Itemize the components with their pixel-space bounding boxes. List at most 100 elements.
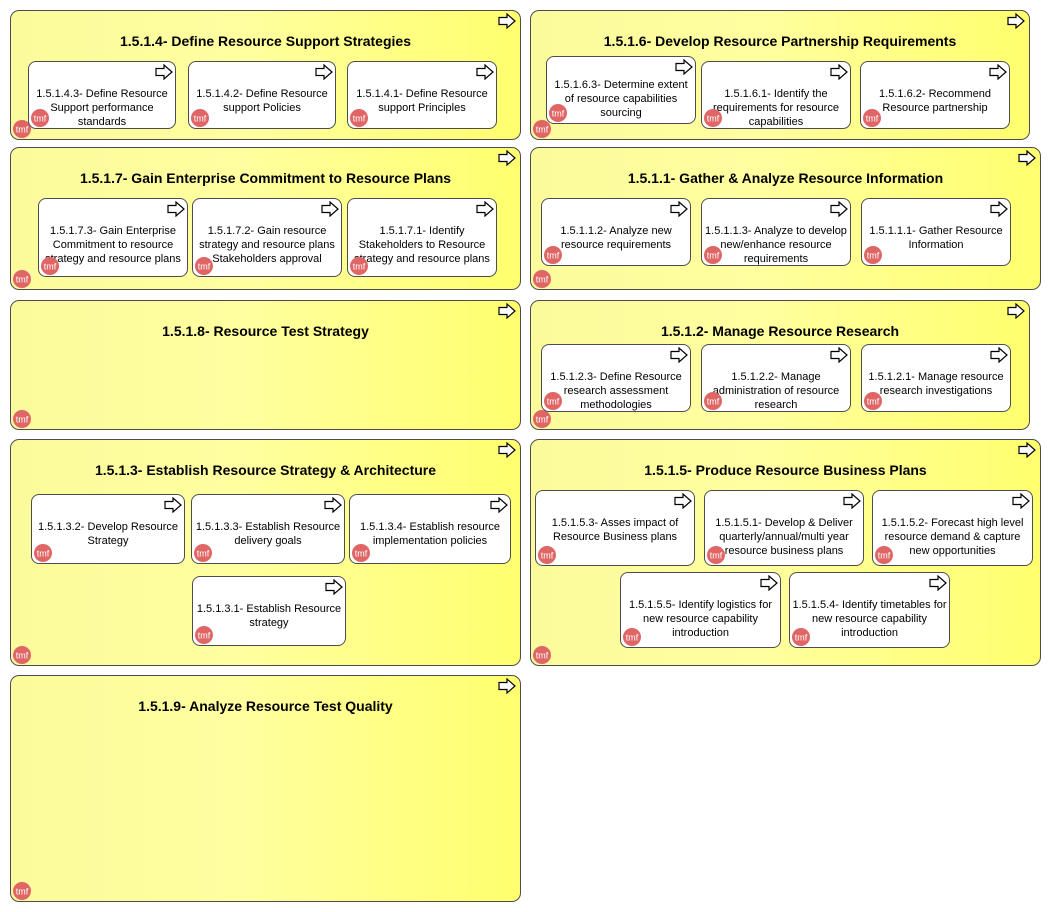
process-box[interactable]: 1.5.1.3.2- Develop Resource Strategy tmf <box>31 494 185 564</box>
process-box[interactable]: 1.5.1.2.1- Manage resource research inve… <box>861 344 1011 412</box>
tmf-logo-icon: tmf <box>13 120 31 138</box>
arrow-right-icon <box>1018 442 1036 458</box>
process-label: 1.5.1.5.1- Develop & Deliver quarterly/a… <box>715 517 853 557</box>
process-label: 1.5.1.5.2- Forecast high level resource … <box>881 517 1024 557</box>
group-title: 1.5.1.1- Gather & Analyze Resource Infor… <box>627 170 944 186</box>
logo-text: tmf <box>16 887 29 897</box>
process-box[interactable]: 1.5.1.3.4- Establish resource implementa… <box>349 494 511 564</box>
logo-text: tmf <box>707 114 720 124</box>
process-box[interactable]: 1.5.1.3.1- Establish Resource strategy t… <box>192 576 346 646</box>
process-label: 1.5.1.1.3- Analyze to develop new/enhanc… <box>705 225 847 265</box>
group-title: 1.5.1.4- Define Resource Support Strateg… <box>120 33 411 49</box>
process-box[interactable]: 1.5.1.5.2- Forecast high level resource … <box>872 490 1033 566</box>
group-1517[interactable]: 1.5.1.7- Gain Enterprise Commitment to R… <box>10 147 521 290</box>
group-1513[interactable]: 1.5.1.3- Establish Resource Strategy & A… <box>10 439 521 666</box>
process-box[interactable]: 1.5.1.5.4- Identify timetables for new r… <box>789 572 950 648</box>
logo-text: tmf <box>552 109 565 119</box>
tmf-logo-icon: tmf <box>31 109 49 127</box>
arrow-right-icon <box>760 575 778 591</box>
process-label: 1.5.1.6.3- Determine extent of resource … <box>554 79 688 119</box>
process-box[interactable]: 1.5.1.1.2- Analyze new resource requirem… <box>541 198 691 266</box>
process-label: 1.5.1.3.3- Establish Resource delivery g… <box>195 521 341 547</box>
tmf-logo-icon: tmf <box>704 109 722 127</box>
arrow-right-icon <box>476 64 494 80</box>
group-1512[interactable]: 1.5.1.2- Manage Resource Research tmf 1.… <box>530 300 1030 430</box>
process-label: 1.5.1.2.1- Manage resource research inve… <box>868 371 1004 397</box>
process-label: 1.5.1.4.2- Define Resource support Polic… <box>196 88 328 114</box>
group-1514[interactable]: 1.5.1.4- Define Resource Support Strateg… <box>10 10 521 140</box>
process-box[interactable]: 1.5.1.3.3- Establish Resource delivery g… <box>191 494 345 564</box>
arrow-right-icon <box>989 64 1007 80</box>
process-box[interactable]: 1.5.1.4.3- Define Resource Support perfo… <box>28 61 176 129</box>
tmf-logo-icon: tmf <box>13 410 31 428</box>
group-1516[interactable]: 1.5.1.6- Develop Resource Partnership Re… <box>530 10 1030 140</box>
tmf-logo-icon: tmf <box>544 246 562 264</box>
group-title: 1.5.1.9- Analyze Resource Test Quality <box>138 698 393 714</box>
process-label: 1.5.1.3.4- Establish resource implementa… <box>359 521 501 547</box>
arrow-right-icon <box>675 59 693 75</box>
group-1518[interactable]: 1.5.1.8- Resource Test Strategy tmf <box>10 300 521 430</box>
process-box[interactable]: 1.5.1.7.3- Gain Enterprise Commitment to… <box>38 198 188 277</box>
tmf-logo-icon: tmf <box>41 257 59 275</box>
process-box[interactable]: 1.5.1.5.1- Develop & Deliver quarterly/a… <box>704 490 864 566</box>
logo-text: tmf <box>16 275 29 285</box>
logo-text: tmf <box>198 262 211 272</box>
arrow-right-icon <box>1012 493 1030 509</box>
process-box[interactable]: 1.5.1.7.1- Identify Stakeholders to Reso… <box>347 198 497 277</box>
logo-text: tmf <box>707 251 720 261</box>
arrow-right-icon <box>1007 13 1025 29</box>
logo-text: tmf <box>867 251 880 261</box>
arrow-right-icon <box>990 201 1008 217</box>
logo-text: tmf <box>536 125 549 135</box>
tmf-logo-icon: tmf <box>704 246 722 264</box>
group-1511[interactable]: 1.5.1.1- Gather & Analyze Resource Infor… <box>530 147 1041 290</box>
tmf-logo-icon: tmf <box>792 628 810 646</box>
process-box[interactable]: 1.5.1.1.1- Gather Resource Information t… <box>861 198 1011 266</box>
logo-text: tmf <box>795 633 808 643</box>
group-title: 1.5.1.6- Develop Resource Partnership Re… <box>603 33 957 49</box>
process-box[interactable]: 1.5.1.1.3- Analyze to develop new/enhanc… <box>701 198 851 266</box>
process-label: 1.5.1.5.3- Asses impact of Resource Busi… <box>551 517 679 543</box>
tmf-logo-icon: tmf <box>538 546 556 564</box>
logo-text: tmf <box>353 262 366 272</box>
group-1515[interactable]: 1.5.1.5- Produce Resource Business Plans… <box>530 439 1041 666</box>
tmf-logo-icon: tmf <box>863 109 881 127</box>
process-box[interactable]: 1.5.1.6.3- Determine extent of resource … <box>546 56 696 124</box>
arrow-right-icon <box>498 678 516 694</box>
logo-text: tmf <box>353 114 366 124</box>
process-box[interactable]: 1.5.1.7.2- Gain resource strategy and re… <box>192 198 342 277</box>
tmf-logo-icon: tmf <box>194 544 212 562</box>
process-label: 1.5.1.5.4- Identify timetables for new r… <box>792 599 947 639</box>
logo-text: tmf <box>547 251 560 261</box>
process-box[interactable]: 1.5.1.6.1- Identify the requirements for… <box>701 61 851 129</box>
group-title: 1.5.1.8- Resource Test Strategy <box>162 323 369 339</box>
logo-text: tmf <box>536 275 549 285</box>
process-box[interactable]: 1.5.1.5.5- Identify logistics for new re… <box>620 572 781 648</box>
process-box[interactable]: 1.5.1.2.2- Manage administration of reso… <box>701 344 851 412</box>
process-label: 1.5.1.3.1- Establish Resource strategy <box>196 603 342 629</box>
tmf-logo-icon: tmf <box>352 544 370 562</box>
arrow-right-icon <box>670 201 688 217</box>
logo-text: tmf <box>37 549 50 559</box>
group-title: 1.5.1.3- Establish Resource Strategy & A… <box>94 462 437 478</box>
process-label: 1.5.1.6.1- Identify the requirements for… <box>713 88 839 128</box>
process-label: 1.5.1.3.2- Develop Resource Strategy <box>37 521 179 547</box>
process-box[interactable]: 1.5.1.6.2- Recommend Resource partnershi… <box>860 61 1010 129</box>
group-title: 1.5.1.2- Manage Resource Research <box>660 323 900 339</box>
arrow-right-icon <box>476 201 494 217</box>
logo-text: tmf <box>866 114 879 124</box>
group-title: 1.5.1.7- Gain Enterprise Commitment to R… <box>79 170 452 186</box>
process-box[interactable]: 1.5.1.4.2- Define Resource support Polic… <box>188 61 336 129</box>
process-label: 1.5.1.7.2- Gain resource strategy and re… <box>199 225 335 265</box>
arrow-right-icon <box>830 201 848 217</box>
process-box[interactable]: 1.5.1.2.3- Define Resource research asse… <box>541 344 691 412</box>
arrow-right-icon <box>1018 150 1036 166</box>
arrow-right-icon <box>670 347 688 363</box>
process-box[interactable]: 1.5.1.5.3- Asses impact of Resource Busi… <box>535 490 695 566</box>
group-1519[interactable]: 1.5.1.9- Analyze Resource Test Quality t… <box>10 675 521 902</box>
process-label: 1.5.1.2.2- Manage administration of reso… <box>712 371 840 411</box>
process-label: 1.5.1.7.3- Gain Enterprise Commitment to… <box>45 225 181 265</box>
process-label: 1.5.1.4.3- Define Resource Support perfo… <box>36 88 168 128</box>
process-box[interactable]: 1.5.1.4.1- Define Resource support Princ… <box>347 61 497 129</box>
logo-text: tmf <box>16 125 29 135</box>
